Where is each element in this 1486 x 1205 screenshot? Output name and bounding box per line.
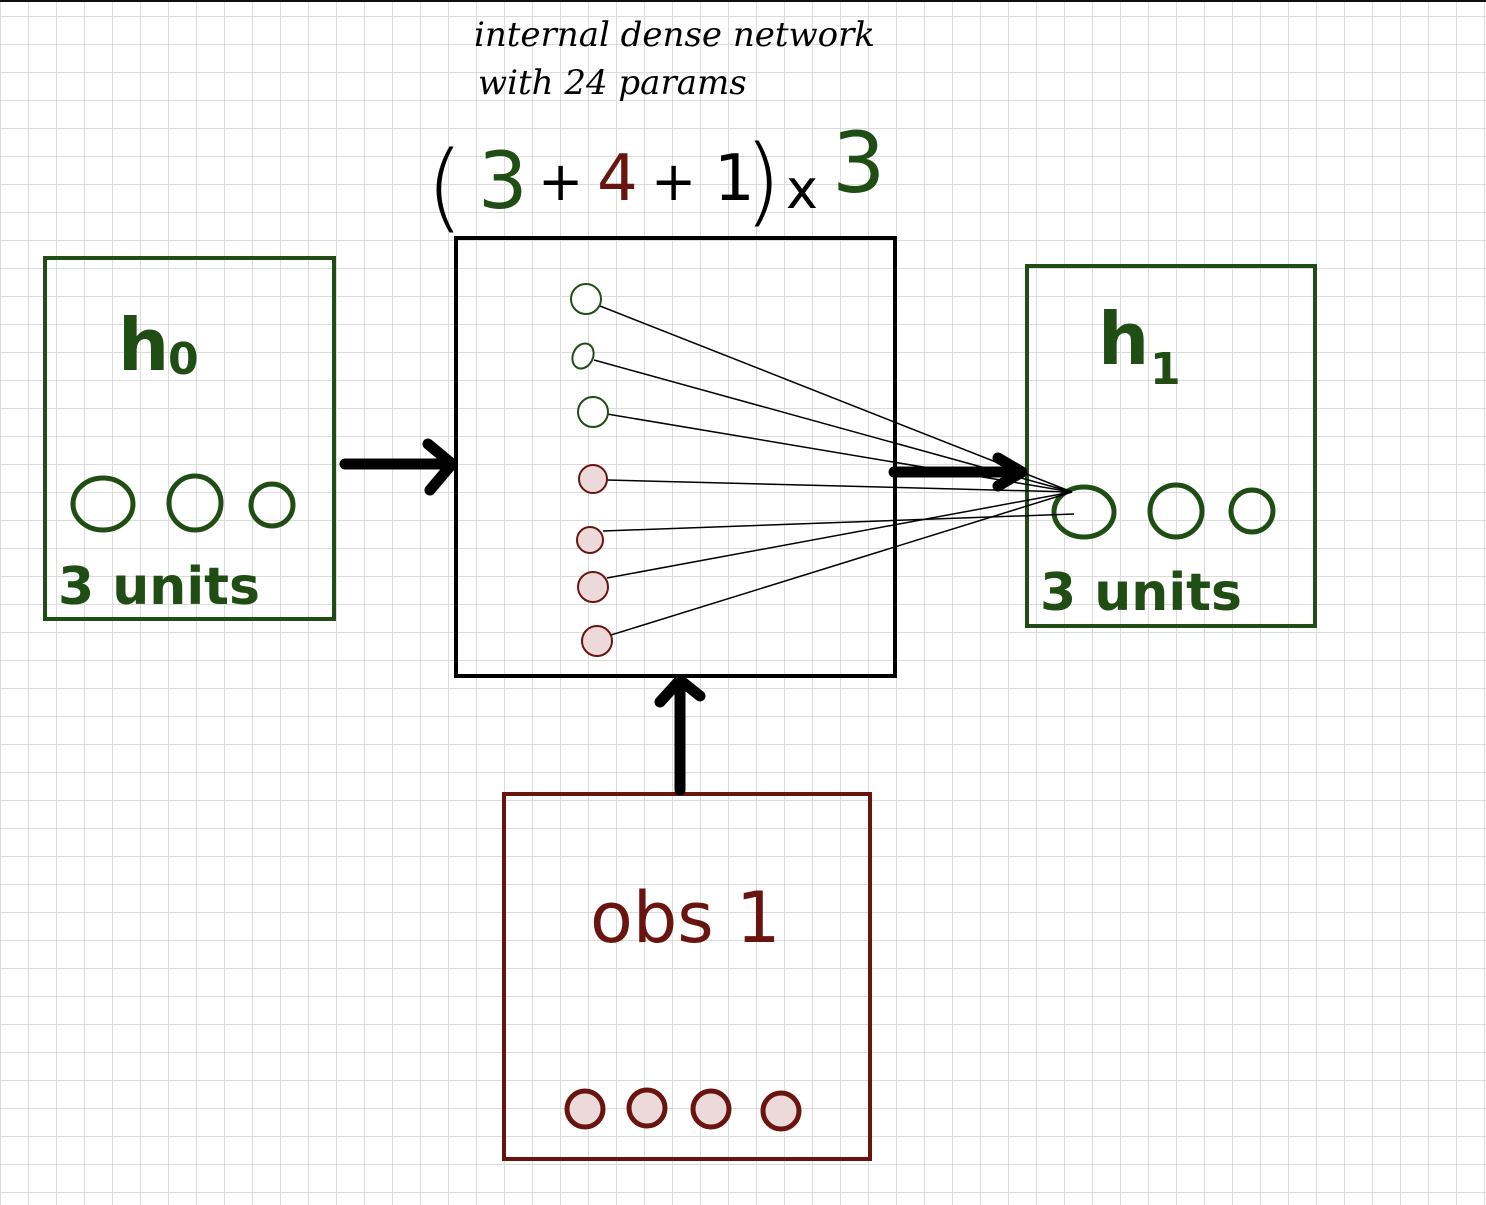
formula-term-obs: 4 <box>597 142 638 216</box>
h1-unit-1 <box>1051 484 1117 540</box>
formula-times: x <box>786 158 818 221</box>
h1-unit-2 <box>1147 482 1205 540</box>
connection-line <box>599 305 1073 493</box>
dense-frame <box>454 236 897 678</box>
connection-line <box>602 513 1075 532</box>
h1-units-label: 3 units <box>1040 563 1242 623</box>
h1-subscript: 1 <box>1150 344 1181 395</box>
arrows <box>339 438 1028 796</box>
obs-unit-4 <box>760 1090 802 1132</box>
h0-frame <box>43 256 336 621</box>
h0-unit-3 <box>248 481 296 529</box>
obs-unit-3 <box>690 1088 732 1130</box>
h1-unit-3 <box>1228 487 1276 535</box>
dense-input-h-1 <box>570 283 602 315</box>
arrow-h0-to-dense-head <box>422 438 458 496</box>
dense-input-obs-1 <box>578 464 608 494</box>
arrow-dense-to-h1-head <box>992 452 1028 492</box>
connection-line <box>606 413 1073 493</box>
h0-unit-2 <box>166 473 224 533</box>
obs-unit-2 <box>626 1087 668 1129</box>
formula-plus-2: + <box>651 150 696 213</box>
formula-close-paren: ) <box>744 125 781 237</box>
annotation-line-2: with 24 params <box>478 63 747 103</box>
dense-input-obs-3 <box>577 571 609 603</box>
h1-label: h <box>1098 297 1149 381</box>
h0-units-label: 3 units <box>58 557 260 617</box>
formula-open-paren: ( <box>426 131 463 243</box>
dense-network-box <box>454 236 1075 678</box>
formula-term-units: 3 <box>832 114 885 212</box>
formula-term-bias: 1 <box>714 142 755 216</box>
h0-unit-1 <box>70 475 136 533</box>
formula-term-h: 3 <box>478 137 528 227</box>
dense-input-obs-4 <box>581 625 613 657</box>
h1-box: h 1 3 units <box>1025 264 1317 628</box>
arrow-obs-to-dense-head <box>654 674 706 708</box>
connection-line <box>610 491 1073 636</box>
connection-line <box>606 491 1073 579</box>
dense-input-h-2 <box>571 342 595 370</box>
formula-plus-1: + <box>538 150 583 213</box>
h0-label: h <box>118 303 169 387</box>
obs-label: obs 1 <box>590 877 781 959</box>
obs-box: obs 1 <box>502 792 872 1161</box>
h0-subscript: 0 <box>168 334 199 385</box>
dense-connections <box>593 305 1075 636</box>
dense-input-obs-2 <box>576 526 604 554</box>
obs-unit-1 <box>564 1088 606 1130</box>
obs-frame <box>502 792 872 1161</box>
annotation-line-1: internal dense network <box>474 15 875 55</box>
h0-box: h 0 3 units <box>43 256 336 621</box>
dense-input-h-3 <box>577 396 609 428</box>
h1-frame <box>1025 264 1317 628</box>
param-formula: ( 3 + 4 + 1 ) x 3 <box>426 114 885 243</box>
